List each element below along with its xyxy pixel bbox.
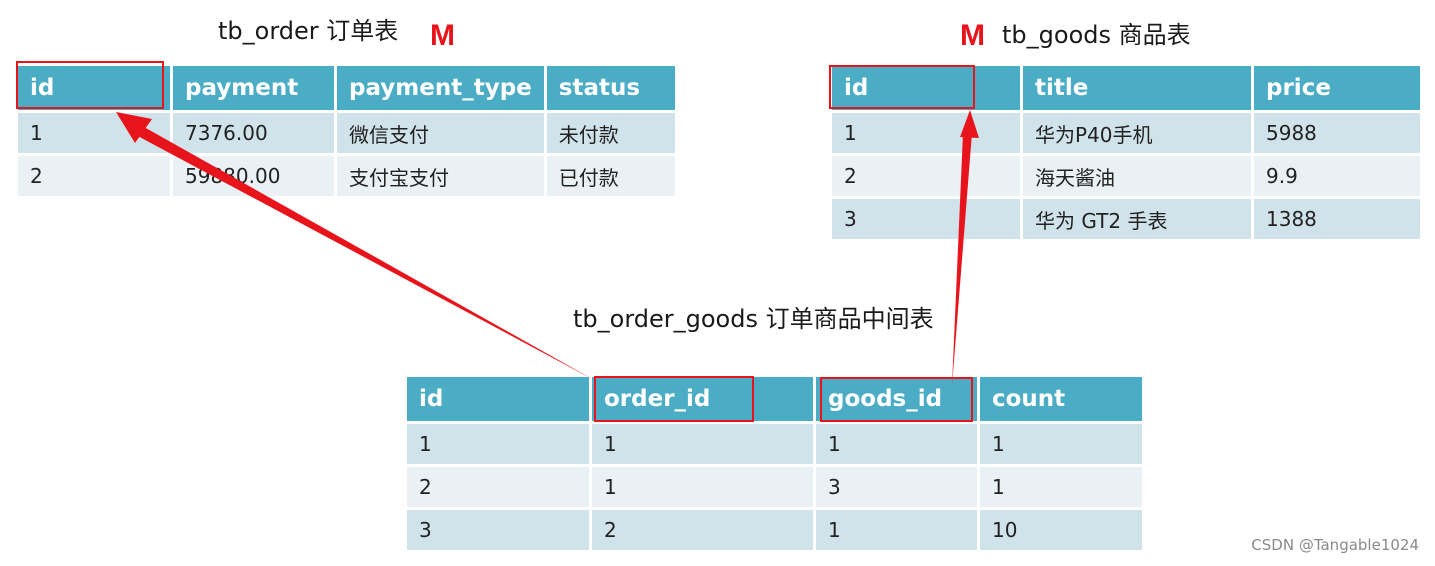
- middle-col-goods-id: goods_id: [816, 377, 977, 424]
- table-row: 2 1 3 1: [407, 467, 1142, 510]
- goods-fk-arrow-head: [960, 110, 979, 138]
- table-cell: 7376.00: [173, 113, 334, 156]
- order-goods-table: id order_id goods_id count 1 1 1 1 2 1 3…: [404, 377, 1145, 553]
- table-cell: 2: [592, 510, 813, 553]
- goods-col-price: price: [1254, 66, 1420, 113]
- order-fk-arrow-shaft: [134, 127, 594, 380]
- table-cell: 1: [832, 113, 1020, 156]
- table-cell: 2: [18, 156, 170, 199]
- table-row: 3 2 1 10: [407, 510, 1142, 553]
- watermark: CSDN @Tangable1024: [1251, 536, 1419, 554]
- table-cell: 3: [816, 467, 977, 510]
- middle-col-order-id: order_id: [592, 377, 813, 424]
- goods-table: id title price 1 华为P40手机 5988 2 海天酱油 9.9…: [829, 66, 1423, 242]
- table-row: 1 1 1 1: [407, 424, 1142, 467]
- table-cell: 3: [407, 510, 589, 553]
- goods-id-highlight-box: [829, 65, 975, 109]
- table-row: 3 华为 GT2 手表 1388: [832, 199, 1420, 242]
- table-cell: 海天酱油: [1023, 156, 1251, 199]
- order-many-mark: M: [430, 19, 455, 52]
- table-cell: 2: [832, 156, 1020, 199]
- order-table-title: tb_order 订单表: [218, 17, 399, 45]
- order-goods-table-header-row: id order_id goods_id count: [407, 377, 1142, 424]
- goods-id-fk-highlight-box: [820, 377, 973, 422]
- table-cell: 已付款: [546, 156, 675, 199]
- goods-many-mark: M: [960, 19, 985, 52]
- table-cell: 1: [592, 467, 813, 510]
- table-cell: 9.9: [1254, 156, 1420, 199]
- order-col-id: id: [18, 66, 170, 113]
- order-fk-arrow-head: [116, 112, 152, 143]
- table-cell: 1: [980, 424, 1142, 467]
- goods-table-header-row: id title price: [832, 66, 1420, 113]
- goods-col-id: id: [832, 66, 1020, 113]
- order-id-highlight-box: [16, 61, 164, 109]
- table-cell: 1: [816, 424, 977, 467]
- order-col-payment-type: payment_type: [337, 66, 544, 113]
- order-id-fk-highlight-box: [594, 376, 754, 422]
- table-cell: 支付宝支付: [337, 156, 544, 199]
- table-cell: 1: [816, 510, 977, 553]
- table-cell: 1: [592, 424, 813, 467]
- middle-table-title: tb_order_goods 订单商品中间表: [573, 305, 934, 333]
- table-cell: 5988: [1254, 113, 1420, 156]
- goods-fk-arrow-shaft: [952, 133, 972, 386]
- table-cell: 未付款: [546, 113, 675, 156]
- order-col-status: status: [546, 66, 675, 113]
- middle-col-count: count: [980, 377, 1142, 424]
- table-cell: 1388: [1254, 199, 1420, 242]
- table-cell: 华为 GT2 手表: [1023, 199, 1251, 242]
- goods-col-title: title: [1023, 66, 1251, 113]
- middle-col-id: id: [407, 377, 589, 424]
- table-cell: 3: [832, 199, 1020, 242]
- goods-table-title: tb_goods 商品表: [1002, 21, 1191, 49]
- table-row: 1 华为P40手机 5988: [832, 113, 1420, 156]
- table-cell: 1: [980, 467, 1142, 510]
- order-col-payment: payment: [173, 66, 334, 113]
- table-cell: 华为P40手机: [1023, 113, 1251, 156]
- table-row: 1 7376.00 微信支付 未付款: [18, 113, 675, 156]
- table-row: 2 海天酱油 9.9: [832, 156, 1420, 199]
- table-cell: 2: [407, 467, 589, 510]
- table-cell: 微信支付: [337, 113, 544, 156]
- table-cell: 1: [407, 424, 589, 467]
- order-table-header-row: id payment payment_type status: [18, 66, 675, 113]
- table-cell: 10: [980, 510, 1142, 553]
